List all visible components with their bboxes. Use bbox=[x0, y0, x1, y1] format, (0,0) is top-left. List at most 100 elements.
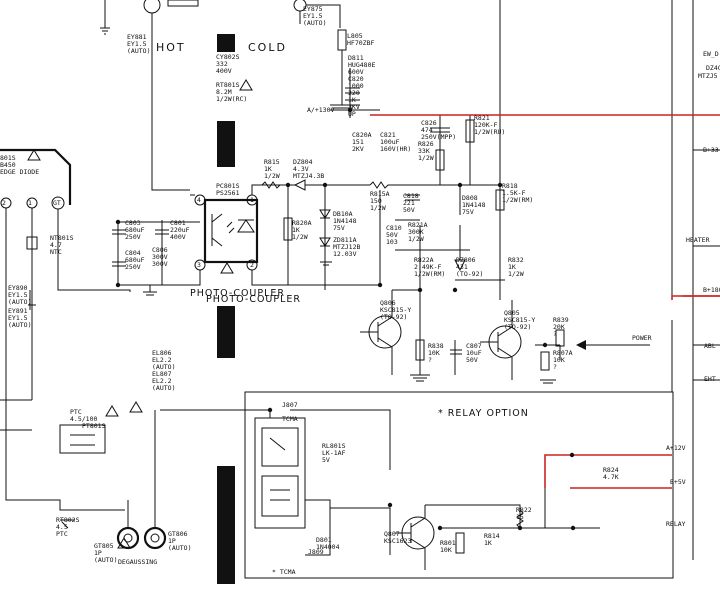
red-line-a12v bbox=[544, 454, 672, 488]
svg-text:250V: 250V bbox=[125, 263, 141, 271]
svg-text:(AUTO): (AUTO) bbox=[8, 298, 31, 306]
svg-text:2: 2 bbox=[2, 199, 6, 207]
svg-text:680uF: 680uF bbox=[125, 226, 145, 234]
label-relay-option: * RELAY OPTION bbox=[438, 408, 529, 419]
svg-text:RT802S: RT802S bbox=[56, 516, 80, 524]
board-outline-left bbox=[0, 148, 72, 205]
svg-text:C806: C806 bbox=[152, 246, 168, 254]
svg-text:EDGE DIODE: EDGE DIODE bbox=[0, 168, 39, 176]
svg-text:EY1.5: EY1.5 bbox=[303, 12, 323, 20]
svg-text:1: 1 bbox=[28, 199, 32, 207]
svg-text:600V: 600V bbox=[348, 68, 364, 76]
svg-text:75V: 75V bbox=[333, 224, 345, 232]
svg-text:HEATER: HEATER bbox=[686, 236, 710, 244]
svg-text:2.49K-F: 2.49K-F bbox=[414, 263, 441, 271]
photo-coupler-body bbox=[203, 198, 259, 264]
svg-text:332: 332 bbox=[216, 60, 228, 68]
svg-text:R815A: R815A bbox=[370, 190, 390, 198]
svg-text:1/2W: 1/2W bbox=[418, 154, 434, 162]
svg-text:B450: B450 bbox=[0, 161, 16, 169]
svg-text:Q807: Q807 bbox=[384, 530, 400, 538]
svg-text:B+180: B+180 bbox=[703, 286, 720, 294]
svg-text:400V: 400V bbox=[216, 67, 232, 75]
svg-text:ABL: ABL bbox=[704, 342, 716, 350]
svg-text:1P: 1P bbox=[94, 549, 102, 557]
svg-text:RELAY: RELAY bbox=[666, 520, 686, 528]
svg-text:1/2W: 1/2W bbox=[408, 235, 424, 243]
svg-text:EY1.5: EY1.5 bbox=[127, 40, 147, 48]
svg-text:EY881: EY881 bbox=[127, 33, 147, 41]
svg-text:?: ? bbox=[553, 363, 557, 371]
svg-text:221: 221 bbox=[403, 199, 415, 207]
svg-text:(AUTO): (AUTO) bbox=[94, 556, 117, 564]
svg-text:1K: 1K bbox=[484, 539, 492, 547]
shield-bar-4 bbox=[217, 466, 235, 584]
svg-text:HUG480E: HUG480E bbox=[348, 61, 375, 69]
svg-text:DZ804: DZ804 bbox=[293, 158, 313, 166]
svg-text:1.5K-F: 1.5K-F bbox=[502, 189, 526, 197]
svg-text:R821: R821 bbox=[474, 114, 490, 122]
svg-text:NT801S: NT801S bbox=[50, 234, 74, 242]
svg-text:R826: R826 bbox=[418, 140, 434, 148]
svg-text:4.7: 4.7 bbox=[50, 241, 62, 249]
svg-text:10K: 10K bbox=[440, 546, 452, 554]
svg-text:2KV: 2KV bbox=[348, 103, 360, 111]
svg-text:400V: 400V bbox=[170, 233, 186, 241]
svg-text:PC801S: PC801S bbox=[216, 182, 240, 190]
svg-text:4.3V: 4.3V bbox=[293, 165, 309, 173]
svg-text:R824: R824 bbox=[603, 466, 619, 474]
svg-text:(AUTO): (AUTO) bbox=[152, 384, 175, 392]
svg-text:LK-1AF: LK-1AF bbox=[322, 449, 346, 457]
svg-text:160V(HR): 160V(HR) bbox=[380, 145, 411, 153]
component-labels: EY881 EY1.5 (AUTO) EY875 EY1.5 (AUTO) L8… bbox=[0, 5, 652, 576]
svg-text:EL806: EL806 bbox=[152, 349, 172, 357]
svg-text:(AUTO): (AUTO) bbox=[303, 19, 326, 27]
svg-text:PS2561: PS2561 bbox=[216, 189, 240, 197]
svg-text:CY802S: CY802S bbox=[216, 53, 240, 61]
svg-text:1/2W: 1/2W bbox=[508, 270, 524, 278]
svg-text:1K: 1K bbox=[264, 165, 272, 173]
svg-text:J807: J807 bbox=[282, 401, 298, 409]
svg-text:KSC815-Y: KSC815-Y bbox=[504, 316, 535, 324]
svg-text:50V: 50V bbox=[403, 206, 415, 214]
svg-text:3: 3 bbox=[197, 261, 201, 269]
svg-text:474: 474 bbox=[421, 126, 433, 134]
svg-text:R818: R818 bbox=[502, 182, 518, 190]
svg-text:R832: R832 bbox=[508, 256, 524, 264]
svg-text:(AUTO): (AUTO) bbox=[168, 544, 191, 552]
svg-text:Q805: Q805 bbox=[504, 309, 520, 317]
svg-text:?: ? bbox=[553, 330, 557, 338]
svg-text:(AUTO): (AUTO) bbox=[127, 47, 150, 55]
pin-numbers: 4 1 3 2 GT 1 2 bbox=[2, 196, 254, 269]
svg-text:UP: UP bbox=[348, 110, 356, 118]
svg-text:1N4148: 1N4148 bbox=[333, 217, 357, 225]
svg-text:C820: C820 bbox=[348, 75, 364, 83]
svg-text:DB10A: DB10A bbox=[333, 210, 353, 218]
svg-text:150: 150 bbox=[370, 197, 382, 205]
gt806-terminal bbox=[143, 526, 167, 550]
svg-text:R815: R815 bbox=[264, 158, 280, 166]
svg-text:220: 220 bbox=[348, 89, 360, 97]
svg-text:1N4148: 1N4148 bbox=[462, 201, 486, 209]
svg-text:1/2W: 1/2W bbox=[292, 233, 308, 241]
svg-text:MTZJ12B: MTZJ12B bbox=[333, 243, 360, 251]
l805-coil bbox=[337, 29, 347, 51]
svg-text:1K: 1K bbox=[292, 226, 300, 234]
svg-text:2KV: 2KV bbox=[352, 145, 364, 153]
label-cold: COLD bbox=[248, 41, 287, 54]
svg-text:C818: C818 bbox=[403, 192, 419, 200]
svg-text:680uF: 680uF bbox=[125, 256, 145, 264]
svg-text:RL801S: RL801S bbox=[322, 442, 346, 450]
svg-text:DEGAUSSING: DEGAUSSING bbox=[118, 558, 157, 566]
svg-text:?: ? bbox=[428, 356, 432, 364]
svg-text:R801: R801 bbox=[440, 539, 456, 547]
pt801s-ptc bbox=[59, 424, 106, 454]
svg-text:1/2W(RU): 1/2W(RU) bbox=[474, 128, 505, 136]
svg-text:PT801S: PT801S bbox=[82, 422, 106, 430]
svg-text:2: 2 bbox=[250, 261, 254, 269]
svg-text:C803: C803 bbox=[125, 219, 141, 227]
shield-bar-1 bbox=[217, 34, 235, 52]
top-transistor bbox=[143, 0, 161, 14]
svg-text:GT: GT bbox=[53, 199, 61, 207]
svg-text:EY1.5: EY1.5 bbox=[8, 314, 28, 322]
